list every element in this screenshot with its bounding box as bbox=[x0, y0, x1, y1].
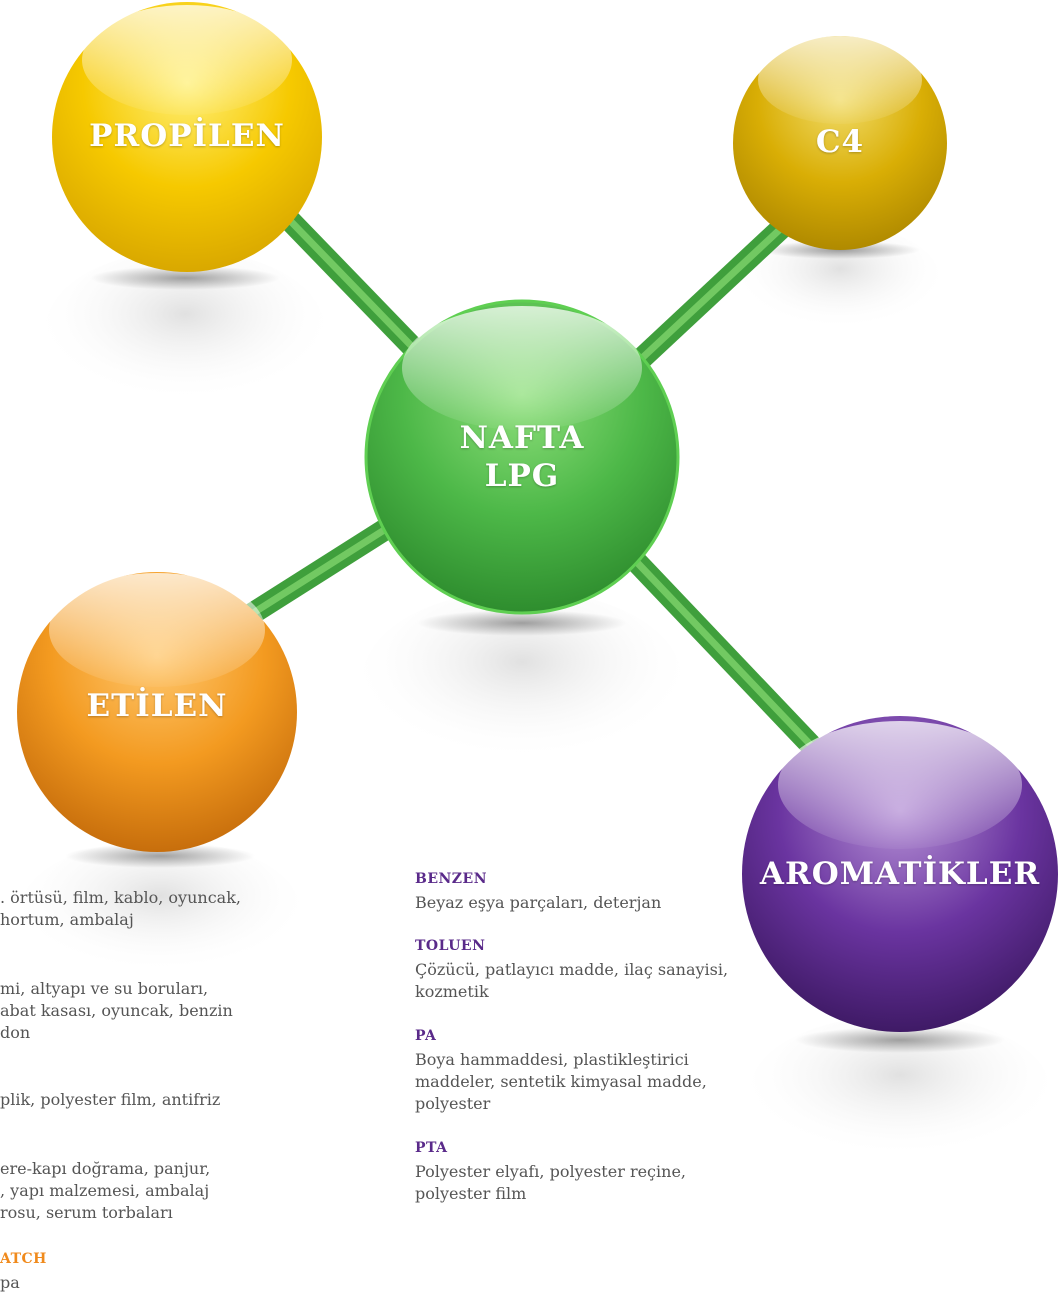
product-name: TOLUEN bbox=[415, 938, 486, 954]
product-uses: Beyaz eşya parçaları, deterjan bbox=[415, 893, 662, 912]
propilen-reflection bbox=[45, 250, 325, 410]
product-uses: hortum, ambalaj bbox=[0, 910, 134, 929]
aromatics-product-pta: PTA Polyester elyafı, polyester reçine, … bbox=[415, 1137, 785, 1205]
product-name: BENZEN bbox=[415, 871, 487, 887]
product-name: ATCH bbox=[0, 1251, 47, 1267]
product-uses: . örtüsü, film, kablo, oyuncak, bbox=[0, 888, 241, 907]
aromatics-product-toluen: TOLUEN Çözücü, patlayıcı madde, ilaç san… bbox=[415, 935, 785, 1003]
node-aromatikler bbox=[742, 716, 1058, 1032]
ethylene-product-4: ere-kapı doğrama, panjur, , yapı malzeme… bbox=[0, 1158, 290, 1224]
ethylene-product-2: mi, altyapı ve su boruları, abat kasası,… bbox=[0, 978, 290, 1044]
product-uses: Çözücü, patlayıcı madde, ilaç sanayisi, bbox=[415, 960, 729, 979]
product-uses: polyester film bbox=[415, 1184, 527, 1203]
product-uses: mi, altyapı ve su boruları, bbox=[0, 979, 209, 998]
etilen-shine bbox=[49, 573, 265, 687]
rod-c4-highlight bbox=[637, 217, 793, 363]
product-uses: polyester bbox=[415, 1094, 491, 1113]
aromatikler-label: AROMATİKLER bbox=[759, 856, 1041, 892]
product-uses: maddeler, sentetik kimyasal madde, bbox=[415, 1072, 707, 1091]
ethylene-product-5: ATCH pa bbox=[0, 1248, 290, 1294]
center-shadow bbox=[417, 610, 627, 636]
node-center bbox=[364, 299, 680, 615]
product-uses: abat kasası, oyuncak, benzin bbox=[0, 1001, 233, 1020]
c4-shine bbox=[758, 36, 922, 124]
product-uses: don bbox=[0, 1023, 31, 1042]
node-c4 bbox=[733, 36, 947, 250]
aromatikler-shine bbox=[778, 721, 1022, 849]
product-uses: pa bbox=[0, 1273, 20, 1292]
product-uses: Polyester elyafı, polyester reçine, bbox=[415, 1162, 686, 1181]
propilen-shine bbox=[82, 5, 292, 115]
product-uses: kozmetik bbox=[415, 982, 489, 1001]
rod-propilen-highlight bbox=[272, 202, 428, 363]
product-uses: Boya hammaddesi, plastikleştirici bbox=[415, 1050, 689, 1069]
propilen-label: PROPİLEN bbox=[89, 118, 285, 154]
product-uses: plik, polyester film, antifriz bbox=[0, 1090, 221, 1109]
node-propilen bbox=[52, 2, 322, 272]
aromatikler-reflection bbox=[750, 1015, 1050, 1165]
aromatics-product-benzen: BENZEN Beyaz eşya parçaları, deterjan bbox=[415, 868, 775, 914]
aromatics-product-pa: PA Boya hammaddesi, plastikleştirici mad… bbox=[415, 1025, 785, 1115]
rod-etilen-highlight bbox=[248, 517, 402, 618]
center-label-lpg: LPG bbox=[484, 458, 560, 494]
product-uses: rosu, serum torbaları bbox=[0, 1203, 173, 1222]
propilen-shadow bbox=[90, 266, 280, 290]
connectors bbox=[244, 197, 833, 768]
product-uses: , yapı malzemesi, ambalaj bbox=[0, 1181, 210, 1200]
node-etilen bbox=[17, 572, 297, 852]
center-label-nafta: NAFTA bbox=[459, 420, 585, 456]
c4-label: C4 bbox=[815, 124, 865, 160]
rod-aromatikler-highlight bbox=[627, 552, 828, 763]
product-uses: ere-kapı doğrama, panjur, bbox=[0, 1159, 211, 1178]
etilen-reflection bbox=[20, 840, 300, 980]
etilen-shadow bbox=[65, 844, 255, 868]
ethylene-product-1: . örtüsü, film, kablo, oyuncak, hortum, … bbox=[0, 887, 290, 931]
product-name: PA bbox=[415, 1028, 437, 1044]
center-shine bbox=[402, 306, 642, 430]
etilen-label: ETİLEN bbox=[86, 688, 228, 724]
aromatikler-shadow bbox=[795, 1027, 1005, 1053]
ethylene-product-3: plik, polyester film, antifriz bbox=[0, 1089, 290, 1111]
center-reflection bbox=[362, 590, 682, 770]
product-name: PTA bbox=[415, 1140, 448, 1156]
